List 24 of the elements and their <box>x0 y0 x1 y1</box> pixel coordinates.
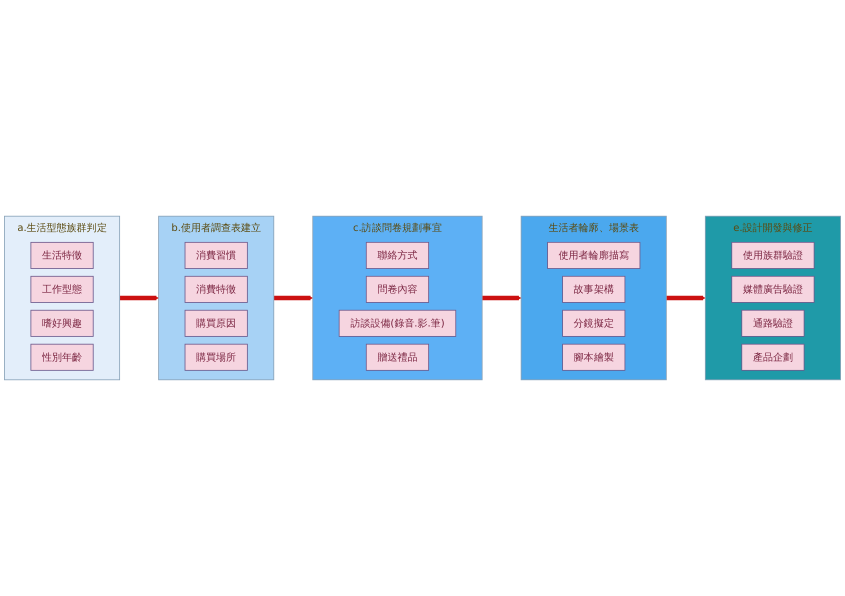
arrow <box>274 296 313 300</box>
node-box: 消費習慣 <box>184 242 248 269</box>
arrow <box>482 296 522 300</box>
node-box: 生活特徵 <box>30 242 94 269</box>
node-box: 訪談設備(錄音.影.筆) <box>338 310 456 337</box>
node-box: 通路驗證 <box>741 310 805 337</box>
node-box: 產品企劃 <box>741 344 805 371</box>
node-box: 使用族群驗證 <box>731 242 815 269</box>
node-box: 嗜好興趣 <box>30 310 94 337</box>
node-box: 購買原因 <box>184 310 248 337</box>
node-box: 故事架構 <box>562 276 626 303</box>
node-box: 分鏡擬定 <box>562 310 626 337</box>
arrow <box>666 296 706 300</box>
node-box: 使用者輪廓描寫 <box>547 242 640 269</box>
node-box: 聯絡方式 <box>366 242 430 269</box>
node-box: 媒體廣告驗證 <box>731 276 815 303</box>
arrow <box>120 296 159 300</box>
node-box: 購買場所 <box>184 344 248 371</box>
node-box: 問卷內容 <box>366 276 430 303</box>
node-box: 腳本繪製 <box>562 344 626 371</box>
node-box: 消費特徵 <box>184 276 248 303</box>
node-box: 工作型態 <box>30 276 94 303</box>
node-box: 性別年齡 <box>30 344 94 371</box>
node-box: 贈送禮品 <box>366 344 430 371</box>
